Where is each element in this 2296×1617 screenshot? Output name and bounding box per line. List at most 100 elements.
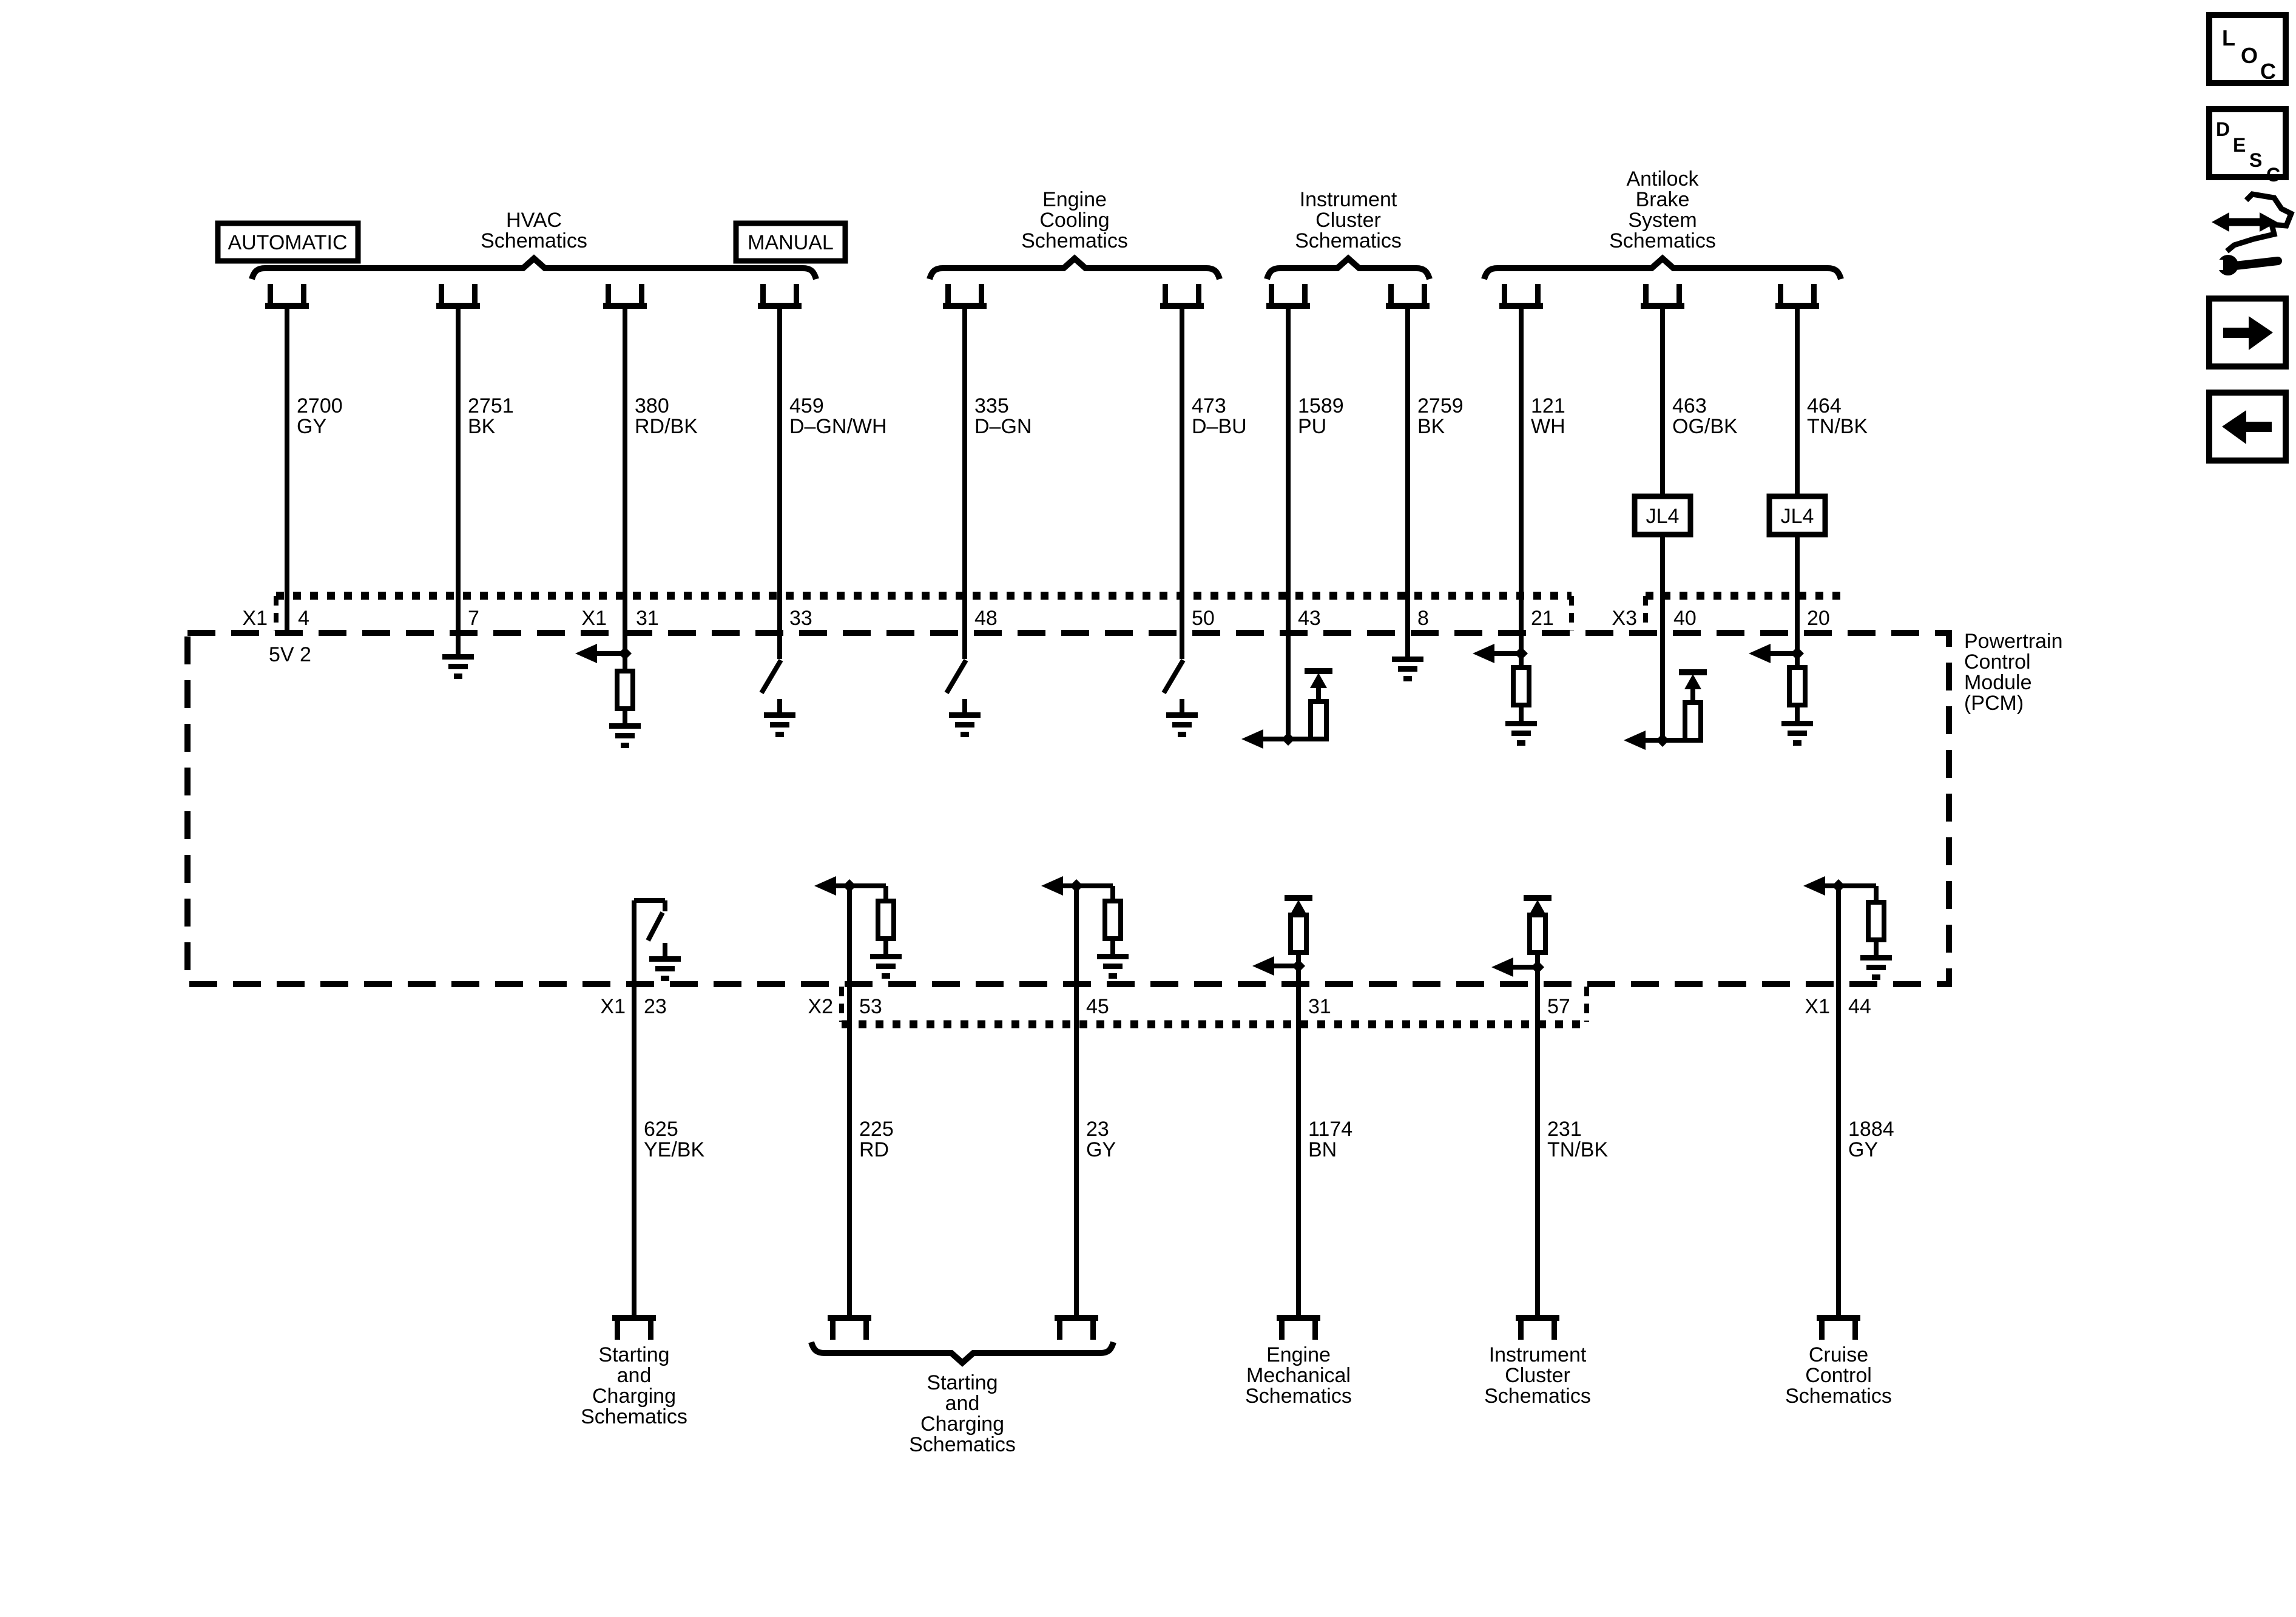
wire-color: OG/BK [1672, 415, 1738, 438]
pcm-label: Control [1964, 650, 2031, 673]
bottom-wire-1174-bn: 31 1174 BN Engine Mechanical Schematics [1245, 895, 1352, 1408]
wire-color: BK [1417, 415, 1445, 438]
wire-color: BK [468, 415, 496, 438]
wire-color: D–BU [1192, 415, 1247, 438]
pin-number: 43 [1298, 607, 1321, 630]
hvac-title: HVAC [506, 209, 562, 232]
forward-arrow-button[interactable] [2206, 295, 2289, 370]
destination-label: Schematics [1245, 1385, 1352, 1408]
circuit-number: 335 [974, 394, 1009, 417]
pin-number: 8 [1417, 607, 1429, 630]
loc-button-frame[interactable] [2206, 12, 2289, 86]
wire-line [1825, 883, 1879, 1315]
wire-color: WH [1531, 415, 1565, 438]
pin-number: 33 [789, 607, 812, 630]
circuit-number: 625 [644, 1118, 678, 1141]
back-arrow-button[interactable] [2206, 390, 2289, 464]
wire-color: GY [1086, 1138, 1116, 1161]
top-wire-335-dgn: 335 D–GN 48 [943, 284, 1032, 737]
pin-number: 23 [644, 995, 667, 1018]
bottom-wire-1884-gy: X1 44 1884 GY Cruise Control Schematics [1785, 876, 1894, 1408]
loc-letter: C [2260, 59, 2276, 84]
wire-color: D–GN/WH [789, 415, 887, 438]
wire-color: RD [859, 1138, 889, 1161]
destination-label: Cluster [1505, 1364, 1570, 1387]
hvac-title: Schematics [481, 229, 587, 252]
group-hvac-header: AUTOMATIC MANUAL HVAC Schematics [215, 209, 848, 280]
engine-cooling-brace [927, 254, 1223, 280]
resistor [878, 901, 894, 939]
circuit-number: 463 [1672, 394, 1707, 417]
group-engine-cooling-header: Engine Cooling Schematics [927, 188, 1223, 280]
destination-label: and [945, 1392, 980, 1415]
wire-line-with-switch [1161, 309, 1186, 712]
jl4-option-box [1766, 493, 1828, 538]
resistor [1685, 703, 1701, 740]
pin4-function-label: 5V 2 [269, 643, 311, 666]
wrench-handle-icon [2231, 257, 2282, 270]
circuit-number: 231 [1547, 1118, 1582, 1141]
part-outline-icon [2225, 191, 2295, 254]
wire-color: D–GN [974, 415, 1032, 438]
connector-id: X1 [600, 995, 626, 1018]
desc-letter: E [2233, 134, 2246, 156]
bottom-wire-231-tnbk: 57 231 TN/BK Instrument Cluster Schemati… [1484, 895, 1608, 1408]
pin-number: 44 [1848, 995, 1871, 1018]
pin-number: 7 [468, 607, 479, 630]
bottom-wire-225-rd: X2 53 225 RD [808, 876, 902, 1340]
destination-label: Schematics [581, 1405, 687, 1428]
desc-letter: S [2249, 149, 2262, 171]
circuit-number: 225 [859, 1118, 894, 1141]
wire-color: GY [297, 415, 326, 438]
pcm-label: (PCM) [1964, 692, 2024, 715]
pin-number: 45 [1086, 995, 1109, 1018]
jl4-option-label: JL4 [1646, 505, 1680, 528]
jl4-option-box [1632, 493, 1693, 538]
tools-icon-button[interactable] [2212, 191, 2295, 275]
group-instrument-cluster-header: Instrument Cluster Schematics [1264, 188, 1433, 280]
pin-number: 48 [974, 607, 998, 630]
svg-text:Antilock: Antilock [1626, 167, 1699, 191]
pin-number: 4 [298, 607, 309, 630]
jl4-option-label: JL4 [1781, 505, 1814, 528]
wire-line [1771, 309, 1800, 721]
bottom-group-starting-charging: Starting and Charging Schematics [808, 1341, 1116, 1456]
double-arrow-right-head [2260, 212, 2277, 232]
destination-label: Schematics [1484, 1385, 1591, 1408]
pcm-label: Powertrain [1964, 630, 2063, 653]
destination-label: and [617, 1364, 652, 1387]
top-wire-473-dbu: 473 D–BU 50 [1160, 284, 1247, 737]
desc-button[interactable]: D E S C [2206, 106, 2289, 186]
svg-text:Schematics: Schematics [1021, 229, 1128, 252]
pin-number: 20 [1807, 607, 1830, 630]
connector-id: X2 [808, 995, 833, 1018]
svg-text:Cluster: Cluster [1315, 209, 1381, 232]
wire-color: GY [1848, 1138, 1878, 1161]
sidebar: L O C D E S C [2206, 12, 2295, 464]
destination-label: Control [1805, 1364, 1872, 1387]
forward-arrow-head [2249, 316, 2273, 350]
circuit-number: 1884 [1848, 1118, 1894, 1141]
svg-text:Cooling: Cooling [1039, 209, 1109, 232]
circuit-number: 380 [635, 394, 669, 417]
destination-label: Instrument [1489, 1343, 1587, 1366]
connector-id: X1 [581, 607, 607, 630]
abs-brace [1481, 254, 1844, 280]
back-arrow-icon [2244, 422, 2272, 432]
desc-button-frame[interactable] [2206, 106, 2289, 180]
resistor [617, 671, 633, 709]
automatic-variant-box [215, 220, 361, 264]
loc-letter: O [2241, 43, 2258, 68]
wire-line-with-switch [759, 309, 783, 712]
circuit-number: 1174 [1308, 1118, 1352, 1141]
loc-button[interactable]: L O C [2206, 12, 2289, 86]
back-arrow-head [2222, 410, 2246, 444]
destination-label: Schematics [1785, 1385, 1892, 1408]
pin-number: 50 [1192, 607, 1215, 630]
destination-label: Cruise [1809, 1343, 1868, 1366]
svg-text:Brake: Brake [1636, 188, 1690, 211]
circuit-number: 459 [789, 394, 824, 417]
desc-letter: D [2216, 118, 2230, 140]
destination-label: Charging [592, 1385, 676, 1408]
